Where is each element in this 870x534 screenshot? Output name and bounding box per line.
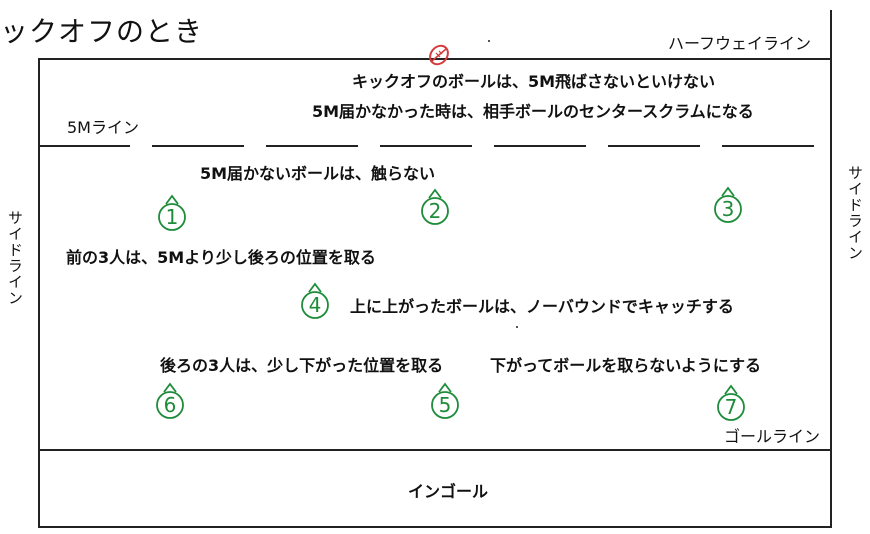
player-5-number: 5: [438, 393, 452, 417]
note-short-rule: 5M届かなかった時は、相手ボールのセンタースクラムになる: [312, 102, 754, 121]
right-side-line: [830, 10, 832, 528]
player-6-number: 6: [163, 393, 177, 417]
player-1-number: 1: [165, 205, 179, 229]
player-5-marker: 5: [428, 379, 462, 421]
note-back-three: 後ろの3人は、少し下がった位置を取る: [160, 356, 444, 375]
five-meter-dash: [380, 145, 472, 147]
note-kickoff-rule: キックオフのボールは、5M飛ばさないといけない: [352, 72, 716, 91]
halfway-line-label: ハーフウェイライン: [668, 34, 812, 53]
rugby-ball-icon: [426, 44, 452, 66]
player-3-marker: 3: [711, 183, 745, 225]
goal-line-label: ゴールライン: [724, 427, 821, 446]
player-3-number: 3: [721, 197, 735, 221]
player-6-marker: 6: [153, 379, 187, 421]
dead-ball-line: [38, 526, 832, 528]
speck-mark: [516, 326, 518, 328]
player-1-marker: 1: [155, 191, 189, 233]
diagram-title: ックオフのとき: [0, 15, 204, 48]
five-meter-dash: [152, 145, 244, 147]
player-4-number: 4: [308, 293, 322, 317]
player-7-number: 7: [724, 395, 738, 419]
five-meter-dash: [266, 145, 358, 147]
note-front-three: 前の3人は、5Mより少し後ろの位置を取る: [66, 248, 376, 267]
five-meter-dash: [38, 145, 130, 147]
five-meter-dash: [608, 145, 700, 147]
side-line-label-right: サイドライン: [846, 165, 864, 261]
in-goal-label: インゴール: [408, 482, 489, 501]
player-2-number: 2: [428, 199, 442, 223]
note-no-drop: 下がってボールを取らないようにする: [490, 356, 762, 375]
note-dont-touch: 5M届かないボールは、触らない: [200, 164, 436, 183]
five-meter-dash: [722, 145, 814, 147]
speck-mark: [488, 40, 490, 42]
note-high-ball: 上に上がったボールは、ノーバウンドでキャッチする: [350, 297, 734, 316]
side-line-label-left: サイドライン: [6, 210, 24, 306]
player-7-marker: 7: [714, 381, 748, 423]
player-4-marker: 4: [298, 279, 332, 321]
player-2-marker: 2: [418, 185, 452, 227]
goal-line: [38, 449, 832, 451]
left-side-line: [38, 58, 40, 528]
five-meter-line-label: 5Mライン: [67, 118, 139, 137]
five-meter-dash: [494, 145, 586, 147]
